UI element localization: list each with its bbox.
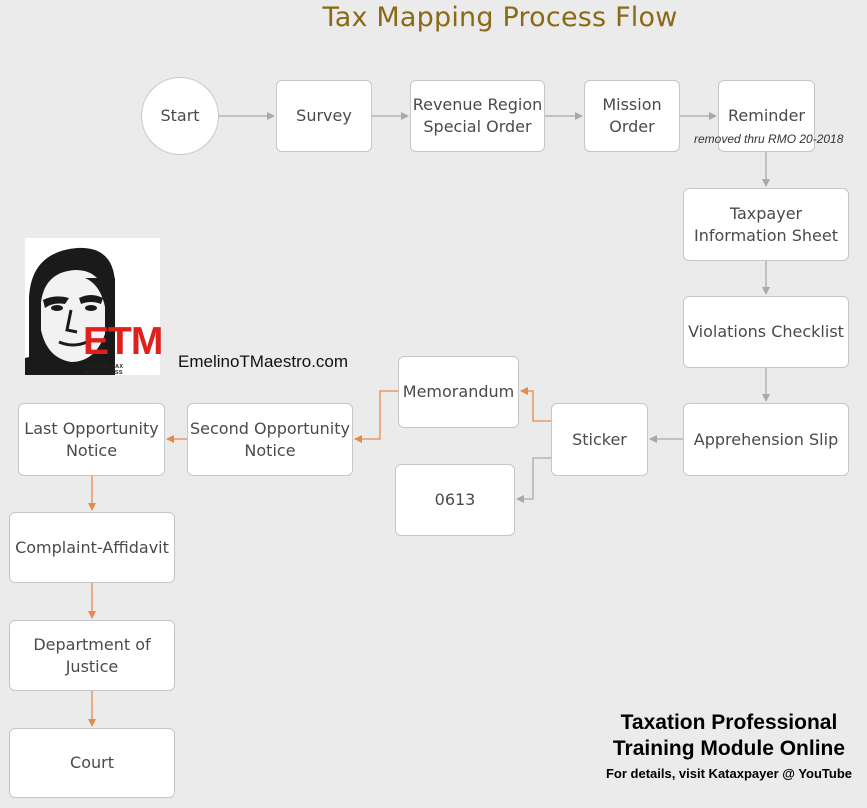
etm-logo-tagline: RAISING TAX AWARENESS	[85, 364, 124, 376]
node-last-opportunity-notice: Last Opportunity Notice	[18, 403, 165, 476]
node-start: Start	[141, 77, 219, 155]
arrow-memorandum-second	[354, 390, 398, 443]
etm-logo-text: ETM	[83, 320, 163, 363]
promo-line-2: Training Module Online	[612, 737, 846, 760]
reminder-note: removed thru RMO 20-2018	[694, 132, 844, 146]
node-reminder: Reminder	[718, 80, 815, 152]
promo-block: Taxation Professional Training Module On…	[606, 710, 852, 781]
node-court: Court	[9, 728, 175, 798]
node-complaint-affidavit: Complaint-Affidavit	[9, 512, 175, 583]
arrow-sticker-0613	[516, 457, 551, 503]
node-memorandum: Memorandum	[398, 356, 519, 428]
node-department-of-justice: Department of Justice	[9, 620, 175, 691]
etm-logo: ETM RAISING TAX AWARENESS	[25, 238, 163, 376]
node-taxpayer-information-sheet: Taxpayer Information Sheet	[683, 188, 849, 261]
node-0613: 0613	[395, 464, 515, 536]
node-second-opportunity-notice: Second Opportunity Notice	[187, 403, 353, 476]
etm-logo-graphic	[25, 238, 160, 375]
node-mission-order: Mission Order	[584, 80, 680, 152]
node-survey: Survey	[276, 80, 372, 152]
arrow-sticker-memorandum	[520, 387, 551, 422]
node-violations-checklist: Violations Checklist	[683, 296, 849, 368]
diagram-title: Tax Mapping Process Flow	[322, 2, 678, 33]
node-sticker: Sticker	[551, 403, 648, 476]
website-label: EmelinoTMaestro.com	[178, 352, 349, 371]
node-revenue-region-special-order: Revenue Region Special Order	[410, 80, 545, 152]
node-apprehension-slip: Apprehension Slip	[683, 403, 849, 476]
promo-line-3: For details, visit Kataxpayer @ YouTube	[605, 766, 852, 781]
promo-line-1: Taxation Professional	[620, 711, 838, 734]
